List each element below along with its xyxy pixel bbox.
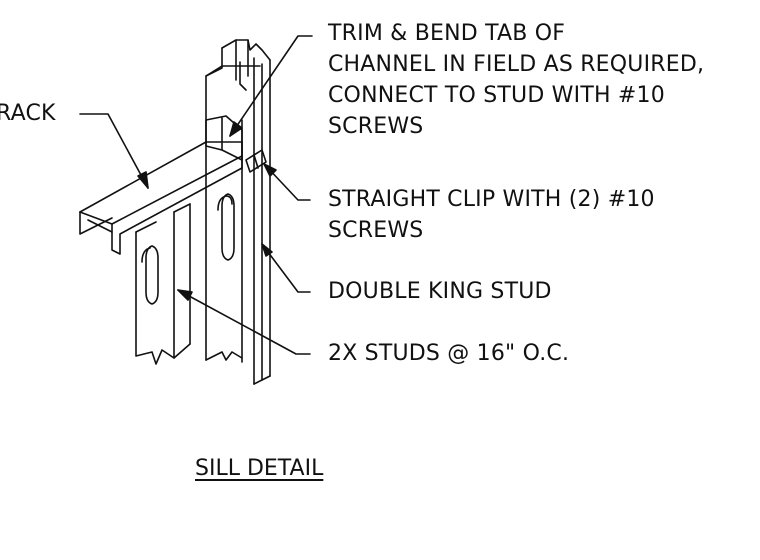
leader-track (80, 114, 148, 188)
sill-track (80, 142, 242, 254)
leader-king-stud (262, 244, 310, 292)
leader-straight-clip (264, 164, 310, 200)
track-label: RACK (0, 101, 56, 126)
trim-tab-line-3: CONNECT TO STUD WITH #10 (328, 83, 665, 108)
detail-title: SILL DETAIL (195, 456, 324, 481)
studs-note: 2X STUDS @ 16" O.C. (328, 341, 570, 366)
leader-trim-tab (230, 36, 312, 136)
straight-clip-note: STRAIGHT CLIP WITH (2) #10 SCREWS (328, 184, 655, 246)
double-king-stud-note: DOUBLE KING STUD (328, 279, 552, 304)
trim-tab-line-1: TRIM & BEND TAB OF (328, 21, 566, 46)
trim-tab-note: TRIM & BEND TAB OF CHANNEL IN FIELD AS R… (328, 18, 704, 142)
leader-studs (178, 290, 310, 354)
double-king-stud (206, 40, 270, 384)
bent-tab (206, 116, 242, 160)
straight-clip (246, 150, 266, 172)
trim-tab-line-4: SCREWS (328, 114, 424, 139)
straight-clip-line-2: SCREWS (328, 218, 424, 243)
straight-clip-line-1: STRAIGHT CLIP WITH (2) #10 (328, 187, 655, 212)
lower-studs (136, 204, 190, 364)
trim-tab-line-2: CHANNEL IN FIELD AS REQUIRED, (328, 52, 705, 77)
